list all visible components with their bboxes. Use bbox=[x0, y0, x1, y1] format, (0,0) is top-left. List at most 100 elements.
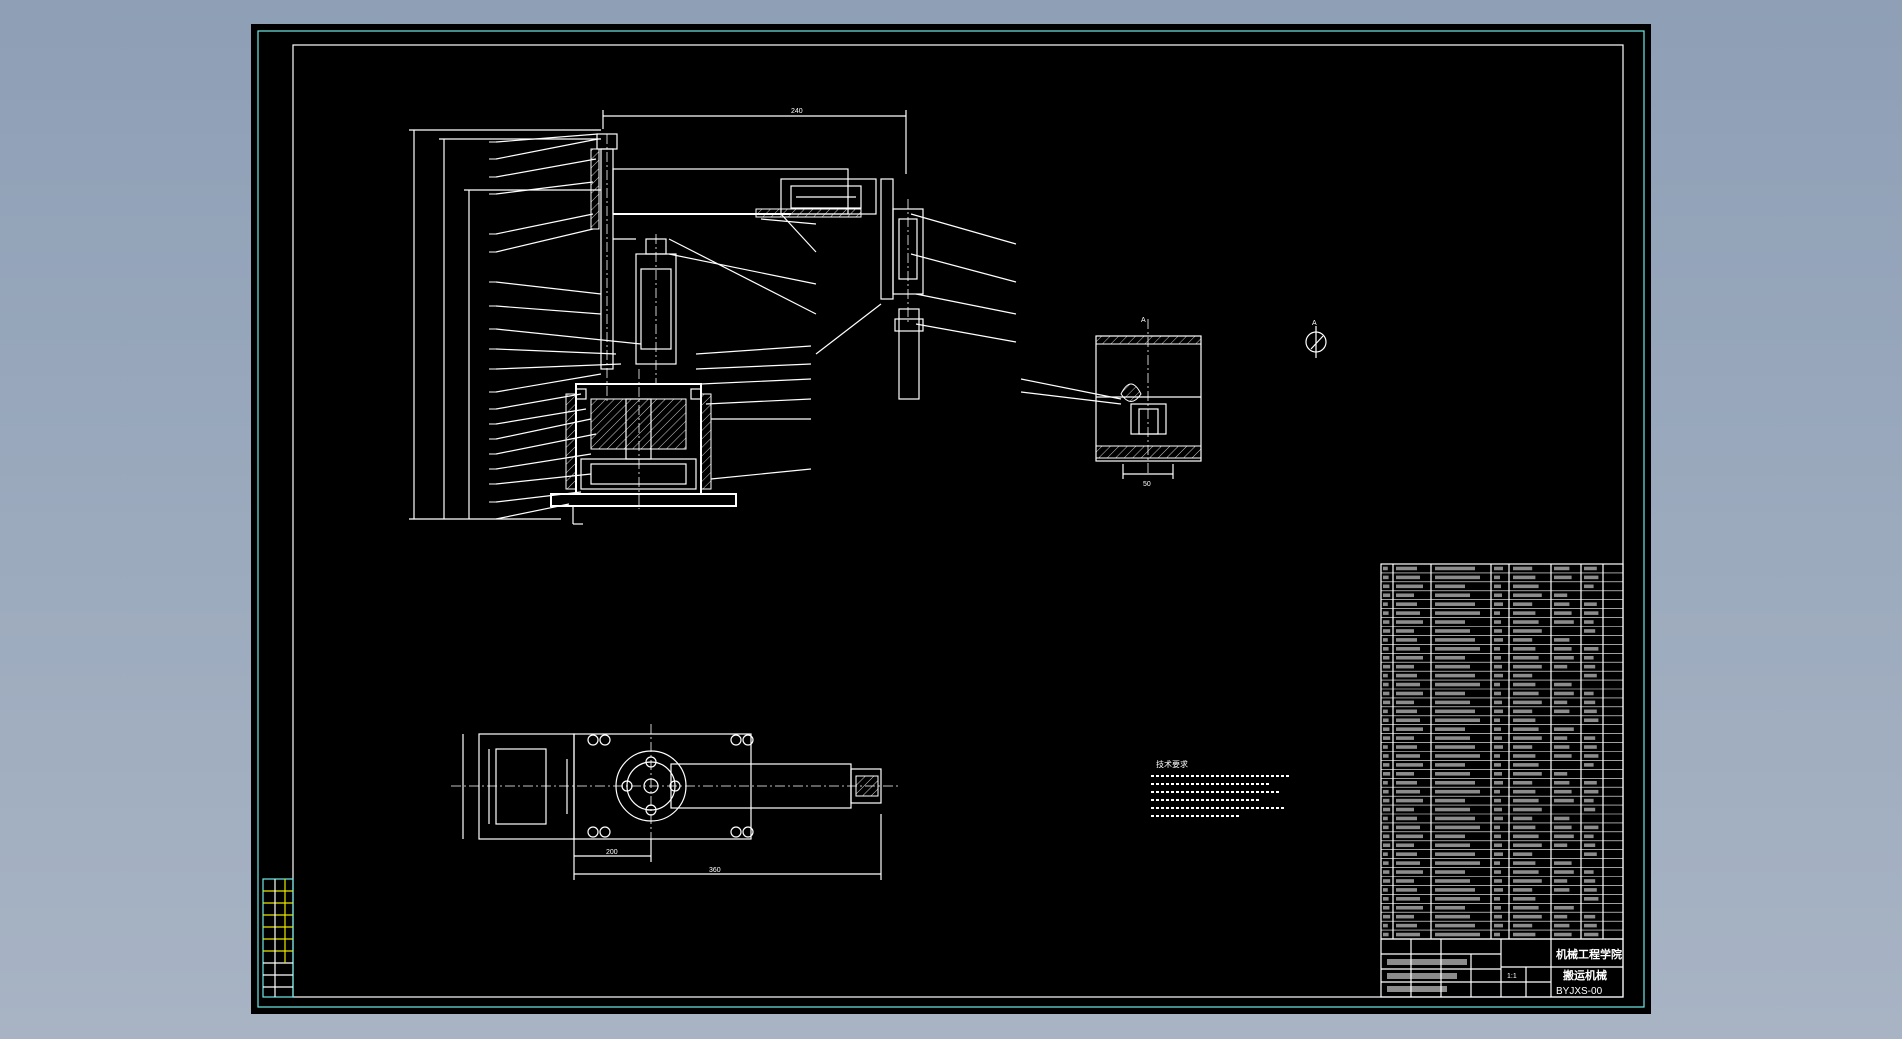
parts-list-cell-mark bbox=[1435, 655, 1465, 660]
parts-list-cell-mark bbox=[1383, 798, 1390, 803]
parts-list-cell-mark bbox=[1383, 664, 1391, 669]
parts-list-cell-mark bbox=[1513, 780, 1533, 785]
parts-list-cell-mark bbox=[1584, 789, 1599, 794]
parts-list-cell-mark bbox=[1383, 727, 1390, 731]
parts-list-cell-mark bbox=[1513, 897, 1536, 901]
parts-list-cell-mark bbox=[1396, 638, 1417, 642]
parts-list-cell-mark bbox=[1494, 566, 1503, 571]
parts-list-cell-mark bbox=[1513, 584, 1539, 589]
parts-list-cell-mark bbox=[1513, 852, 1533, 856]
parts-list-cell-mark bbox=[1584, 575, 1599, 580]
parts-list-cell-mark bbox=[1494, 638, 1503, 642]
parts-list-cell-mark bbox=[1396, 718, 1420, 723]
view-symbol bbox=[1305, 326, 1327, 358]
parts-list-cell-mark bbox=[1383, 861, 1389, 865]
parts-list-cell-mark bbox=[1494, 932, 1500, 937]
parts-list-cell-mark bbox=[1435, 825, 1480, 830]
parts-list-cell-mark bbox=[1554, 611, 1572, 615]
parts-list-cell-mark bbox=[1435, 745, 1475, 749]
parts-list-cell-mark bbox=[1383, 905, 1390, 910]
parts-list-cell-mark bbox=[1584, 664, 1596, 669]
parts-list-cell-mark bbox=[1513, 861, 1536, 865]
parts-list-cell-mark bbox=[1513, 575, 1536, 580]
parts-list-cell-mark bbox=[1494, 611, 1500, 615]
parts-list-cell-mark bbox=[1513, 620, 1539, 624]
parts-list-cell-mark bbox=[1396, 647, 1420, 651]
binding-strip bbox=[262, 878, 294, 998]
parts-list-cell-mark bbox=[1383, 789, 1389, 794]
parts-list-cell-mark bbox=[1396, 861, 1420, 865]
front-view bbox=[409, 110, 1017, 525]
parts-list-cell-mark bbox=[1584, 611, 1599, 615]
parts-list-cell-mark bbox=[1435, 584, 1465, 589]
cad-viewport[interactable]: 240 50 A A bbox=[251, 24, 1651, 1014]
parts-list-cell-mark bbox=[1554, 789, 1572, 794]
parts-list-cell-mark bbox=[1383, 763, 1390, 767]
parts-list-cell-mark bbox=[1383, 772, 1391, 776]
parts-list-cell-mark bbox=[1513, 772, 1542, 776]
parts-list-cell-mark bbox=[1584, 807, 1596, 812]
outer-frame bbox=[257, 30, 1645, 1008]
parts-list-cell-mark bbox=[1383, 602, 1388, 606]
parts-list-cell-mark bbox=[1383, 888, 1388, 892]
parts-list-cell-mark bbox=[1494, 664, 1502, 669]
parts-list-cell-mark bbox=[1383, 682, 1389, 687]
parts-list-cell-mark bbox=[1435, 700, 1470, 705]
dim-plan-length: 360 bbox=[709, 867, 721, 874]
parts-list-cell-mark bbox=[1396, 593, 1414, 598]
parts-list-cell-mark bbox=[1396, 798, 1423, 803]
parts-list-cell-mark bbox=[1584, 825, 1599, 830]
parts-list-cell-mark bbox=[1554, 879, 1568, 883]
parts-list-cell-mark bbox=[1584, 923, 1597, 928]
parts-list-cell-mark bbox=[1494, 798, 1501, 803]
parts-list-cell-mark bbox=[1435, 566, 1475, 571]
parts-list-cell-mark bbox=[1435, 736, 1470, 740]
parts-list-cell-mark bbox=[1435, 682, 1480, 687]
parts-list-cell-mark bbox=[1396, 754, 1420, 758]
parts-list-cell-mark bbox=[1494, 575, 1500, 580]
parts-list-cell-mark bbox=[1435, 691, 1465, 696]
parts-list-cell-mark bbox=[1494, 825, 1500, 830]
parts-list-cell-mark bbox=[1494, 780, 1503, 785]
parts-list-cell-mark bbox=[1554, 914, 1568, 919]
parts-list-cell-mark bbox=[1513, 879, 1542, 883]
parts-list-cell-mark bbox=[1494, 709, 1503, 714]
parts-list-cell-mark bbox=[1494, 870, 1501, 874]
parts-list-cell-mark bbox=[1494, 914, 1502, 919]
parts-list-cell-mark bbox=[1396, 825, 1420, 830]
parts-list-cell-mark bbox=[1494, 584, 1501, 589]
parts-list-cell-mark bbox=[1513, 566, 1533, 571]
parts-list-cell-mark bbox=[1513, 870, 1539, 874]
parts-list-cell-mark bbox=[1383, 834, 1390, 839]
parts-list-cell-mark bbox=[1435, 879, 1470, 883]
parts-list-cell-mark bbox=[1584, 566, 1597, 571]
parts-list-cell-mark bbox=[1584, 700, 1596, 705]
parts-list-cell-mark bbox=[1396, 745, 1417, 749]
parts-list-cell-mark bbox=[1383, 638, 1388, 642]
parts-list-cell-mark bbox=[1554, 736, 1568, 740]
parts-list-cell-mark bbox=[1435, 780, 1475, 785]
parts-list-cell-mark bbox=[1396, 807, 1414, 812]
parts-list-cell-mark bbox=[1584, 718, 1599, 723]
parts-list-cell-mark bbox=[1513, 673, 1533, 678]
parts-list-cell-mark bbox=[1494, 888, 1503, 892]
parts-list-cell-mark bbox=[1383, 897, 1389, 901]
parts-list-cell-mark bbox=[1435, 816, 1475, 821]
parts-list-cell-mark bbox=[1584, 673, 1597, 678]
dim-top-width: 240 bbox=[791, 108, 803, 115]
parts-list-cell-mark bbox=[1494, 789, 1500, 794]
parts-list-cell-mark bbox=[1584, 709, 1597, 714]
parts-list-cell-mark bbox=[1513, 905, 1539, 910]
parts-list bbox=[1380, 563, 1624, 940]
parts-list-cell-mark bbox=[1554, 566, 1570, 571]
title-scale: 1:1 bbox=[1507, 973, 1517, 980]
parts-list-cell-mark bbox=[1513, 816, 1533, 821]
parts-list-cell-mark bbox=[1554, 602, 1570, 606]
section-view bbox=[1020, 319, 1202, 479]
parts-list-cell-mark bbox=[1554, 727, 1574, 731]
parts-list-cell-mark bbox=[1396, 816, 1417, 821]
parts-list-cell-mark bbox=[1396, 727, 1423, 731]
parts-list-cell-mark bbox=[1494, 602, 1503, 606]
parts-list-cell-mark bbox=[1383, 593, 1391, 598]
parts-list-cell-mark bbox=[1396, 843, 1414, 848]
